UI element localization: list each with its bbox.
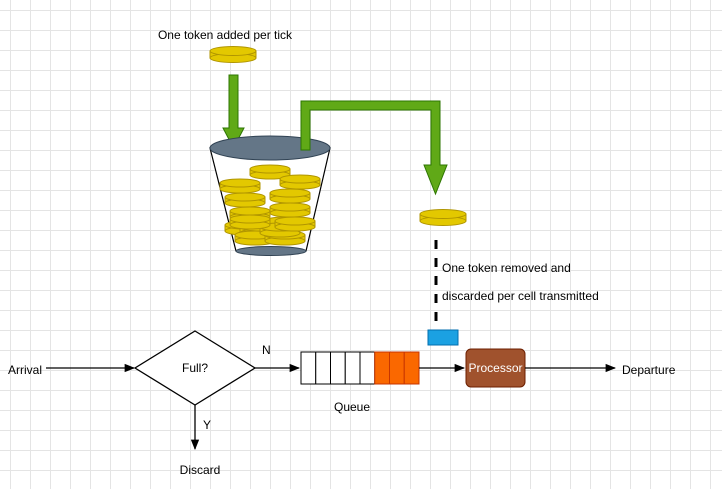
transmitted-cell: [427, 329, 459, 346]
yes-branch-label: Y: [203, 418, 211, 432]
bucket-token: [274, 216, 316, 232]
processor-label: Processor: [468, 361, 522, 375]
decision-label: Full?: [182, 361, 208, 375]
incoming-token: [209, 46, 257, 63]
token-added-label: One token added per tick: [158, 28, 293, 42]
arrival-label: Arrival: [8, 363, 42, 377]
queue-slot-empty: [330, 351, 346, 385]
bucket-lid: [209, 135, 331, 161]
bucket-token: [269, 202, 311, 218]
queue-label: Queue: [334, 400, 370, 414]
departure-label: Departure: [622, 363, 676, 377]
queue-slot-filled: [374, 351, 390, 385]
queue-slot-empty: [300, 351, 317, 385]
queue-slot-empty: [315, 351, 331, 385]
queue-slot-empty: [359, 351, 376, 385]
no-branch-label: N: [262, 343, 271, 357]
bucket-bottom: [235, 246, 307, 256]
bucket-token: [224, 192, 266, 208]
bucket-token: [249, 164, 291, 180]
bucket-token: [219, 178, 261, 194]
queue-slot-empty: [344, 351, 361, 385]
queue-slot-filled: [389, 351, 405, 385]
token-removed-label-line2: discarded per cell transmitted: [442, 289, 599, 303]
discard-label: Discard: [180, 463, 221, 477]
queue: [300, 351, 420, 385]
token-out-arrow: [300, 100, 448, 196]
token-removed-label-line1: One token removed and: [442, 261, 571, 275]
removed-token: [419, 209, 467, 226]
bucket-token: [279, 174, 321, 190]
bucket-tokens: [219, 164, 321, 246]
bucket-token: [229, 214, 271, 230]
bucket-token: [269, 188, 311, 204]
queue-slot-filled: [403, 351, 420, 385]
